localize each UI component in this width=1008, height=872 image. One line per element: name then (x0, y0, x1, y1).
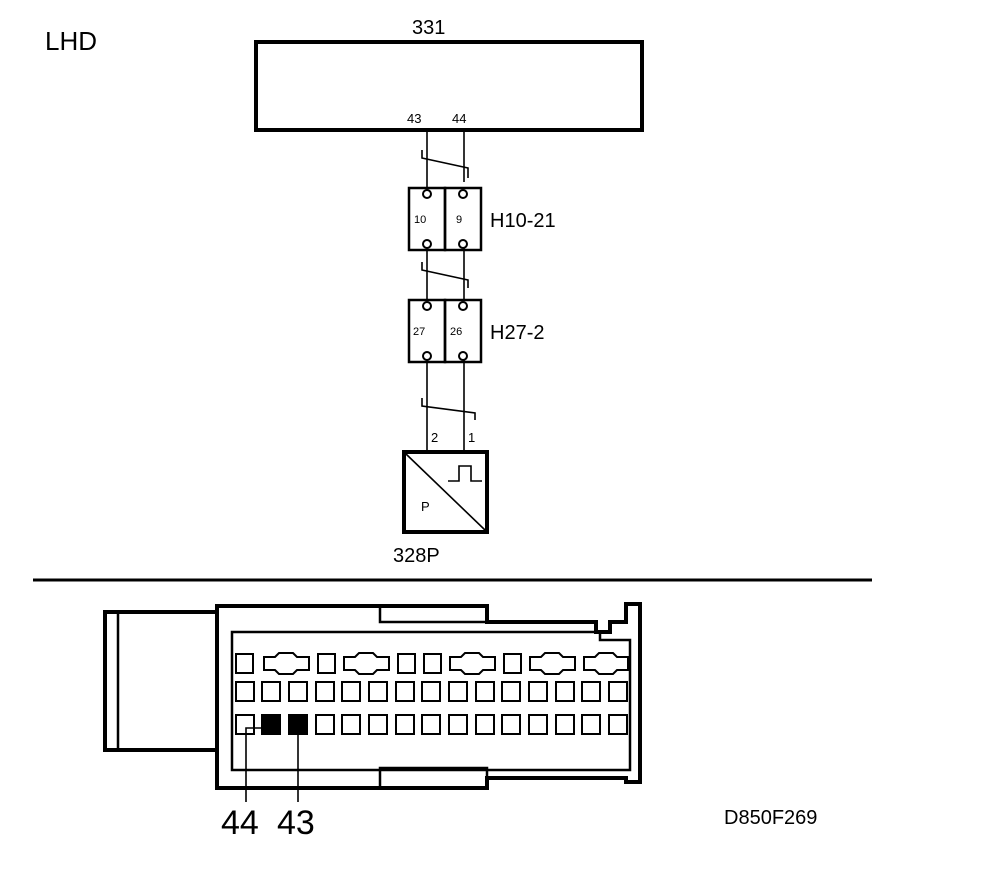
connector-pin (422, 351, 432, 361)
sensor-symbol-p: P (421, 499, 430, 514)
coding-key (583, 652, 629, 675)
twisted-pair-mark (421, 398, 476, 420)
wire-segment-3: 2 1 (421, 360, 476, 452)
plug-callout-44: 44 (221, 804, 259, 842)
connector-pin (422, 189, 432, 199)
plug-sleeve (103, 610, 219, 752)
control-unit-box (254, 40, 644, 132)
twisted-pair-mark (421, 150, 469, 178)
sensor-diagonal (405, 453, 486, 531)
plug-face (230, 630, 632, 772)
plug-bottom-tab (378, 766, 489, 790)
sensor-pin-2: 2 (431, 430, 438, 445)
control-unit-label: 331 (412, 17, 445, 39)
connector-a-pin-right: 9 (456, 214, 462, 226)
control-unit-pin-43: 43 (407, 111, 421, 126)
pressure-sensor-328p: P 328P (393, 450, 489, 567)
coding-key (529, 652, 576, 675)
connector-pin (422, 239, 432, 249)
connector-pin (458, 189, 468, 199)
coding-key (343, 652, 390, 675)
coding-key (263, 652, 310, 675)
connector-plug-view (103, 602, 642, 802)
pulse-signal-icon (448, 465, 482, 482)
pin-43-highlight (288, 714, 308, 735)
connector-pin (458, 239, 468, 249)
figure-id: D850F269 (724, 807, 817, 829)
plug-row-1 (235, 652, 629, 675)
pin-44-highlight (261, 714, 281, 735)
control-unit-331: 331 43 44 (254, 17, 644, 132)
connector-b-pin-left: 27 (413, 326, 425, 338)
connector-a-label: H10-21 (490, 210, 556, 232)
twisted-pair-mark (421, 262, 469, 288)
connector-h27-2: 27 26 H27-2 (407, 298, 544, 364)
sensor-pin-1: 1 (468, 430, 475, 445)
connector-a-pin-left: 10 (414, 214, 426, 226)
control-unit-pin-44: 44 (452, 111, 466, 126)
sensor-box (402, 450, 489, 534)
plug-row-3 (235, 714, 628, 735)
connector-pin (458, 351, 468, 361)
region-label: LHD (45, 26, 97, 56)
connector-h10-21: 10 9 H10-21 (407, 186, 556, 252)
connector-pin (458, 301, 468, 311)
plug-top-tab (378, 604, 489, 624)
sensor-label: 328P (393, 545, 440, 567)
wire-segment-2 (421, 248, 469, 300)
connector-b-label: H27-2 (490, 322, 544, 344)
connector-pin (422, 301, 432, 311)
plug-callout-43: 43 (277, 804, 315, 842)
wire-segment-1 (421, 130, 469, 192)
connector-b-pin-right: 26 (450, 326, 462, 338)
plug-row-2 (235, 681, 628, 702)
coding-key (449, 652, 496, 675)
callout-leader-44 (245, 727, 262, 802)
